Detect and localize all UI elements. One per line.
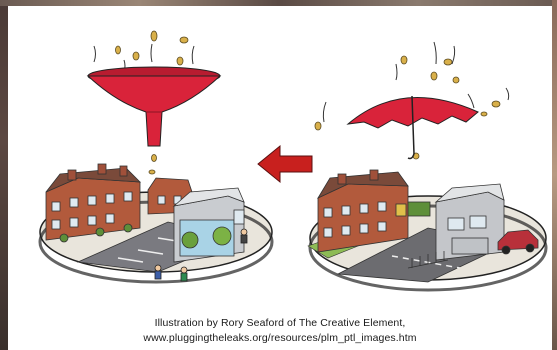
caption-url-line: www.pluggingtheleaks.org/resources/plm_p… (8, 332, 552, 344)
modern-building-right (436, 184, 504, 260)
umbrella (348, 96, 478, 159)
left-arrow-icon (258, 146, 312, 182)
right-panel (308, 42, 546, 290)
left-panel (40, 31, 272, 282)
caption-credit-line: Illustration by Rory Seaford of The Crea… (8, 317, 552, 329)
illustration (8, 6, 552, 350)
background-edge-left (0, 0, 8, 350)
background-edge-right (552, 0, 557, 350)
modern-building-left (174, 188, 244, 262)
funnel (88, 67, 220, 146)
slide: Illustration by Rory Seaford of The Crea… (8, 6, 552, 350)
